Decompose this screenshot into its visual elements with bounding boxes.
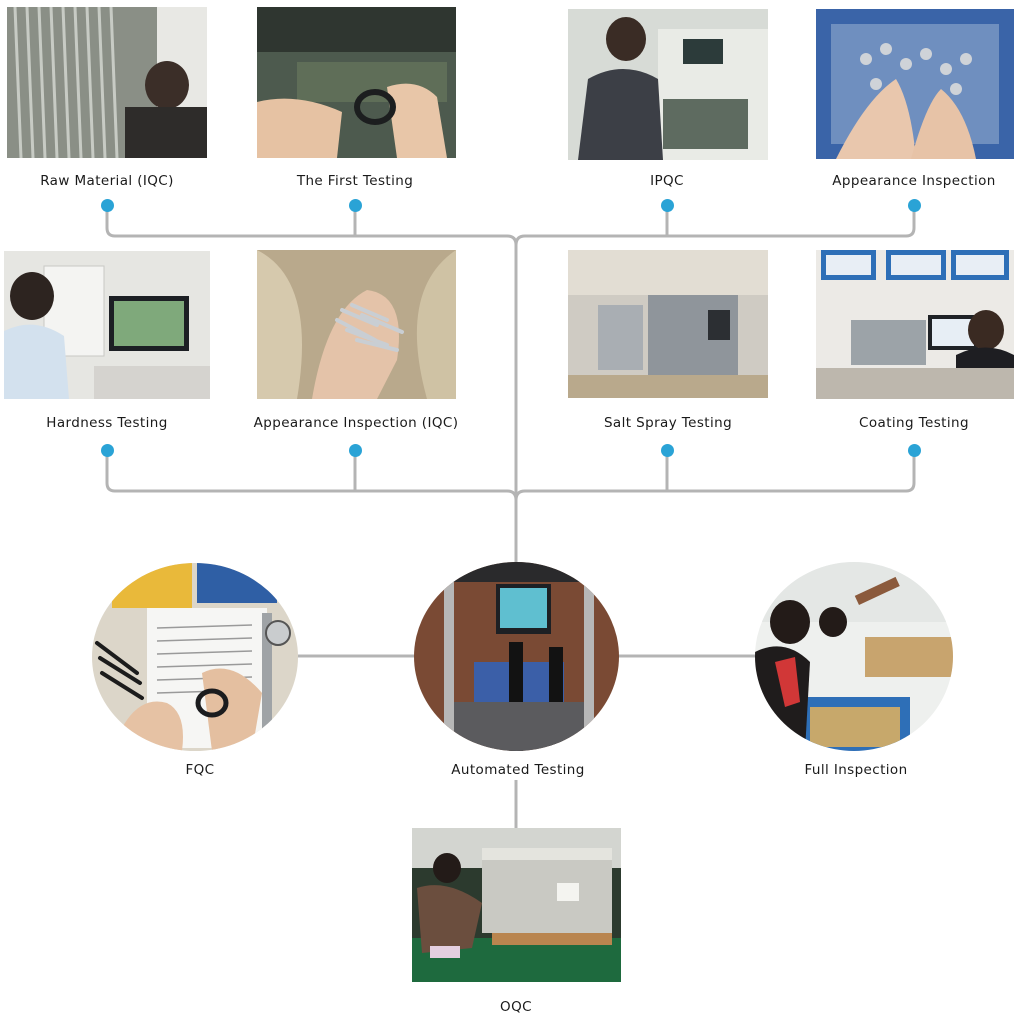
appearance-inspection-photo (816, 9, 1014, 159)
stage-label-appearance-inspection-iqc: Appearance Inspection (IQC) (253, 415, 459, 431)
node-dot-appearance-inspection (908, 199, 921, 212)
stage-label-fqc: FQC (185, 762, 215, 778)
fqc-photo (92, 563, 298, 751)
stage-label-raw-material: Raw Material (IQC) (40, 173, 174, 189)
appearance-inspection-iqc-photo (257, 250, 456, 399)
stage-label-appearance-inspection: Appearance Inspection (832, 173, 996, 189)
stage-label-ipqc: IPQC (650, 173, 684, 189)
node-dot-salt-spray-testing (661, 444, 674, 457)
node-dot-first-testing (349, 199, 362, 212)
stage-label-coating-testing: Coating Testing (859, 415, 969, 431)
automated-testing-photo (414, 562, 619, 751)
salt-spray-testing-photo (568, 250, 768, 398)
stage-label-salt-spray-testing: Salt Spray Testing (603, 415, 733, 431)
first-testing-photo (257, 7, 456, 158)
ipqc-photo (568, 9, 768, 160)
node-dot-appearance-inspection-iqc (349, 444, 362, 457)
node-dot-ipqc (661, 199, 674, 212)
stage-label-oqc: OQC (500, 999, 532, 1015)
hardness-testing-photo (4, 251, 210, 399)
node-dot-coating-testing (908, 444, 921, 457)
full-inspection-photo (755, 562, 953, 751)
node-dot-raw-material (101, 199, 114, 212)
stage-label-full-inspection: Full Inspection (804, 762, 908, 778)
stage-label-first-testing: The First Testing (296, 173, 414, 189)
oqc-photo (412, 828, 621, 982)
stage-label-automated-testing: Automated Testing (451, 762, 585, 778)
node-dot-hardness-testing (101, 444, 114, 457)
coating-testing-photo (816, 250, 1014, 399)
raw-material-photo (7, 7, 207, 158)
stage-label-hardness-testing: Hardness Testing (46, 415, 168, 431)
